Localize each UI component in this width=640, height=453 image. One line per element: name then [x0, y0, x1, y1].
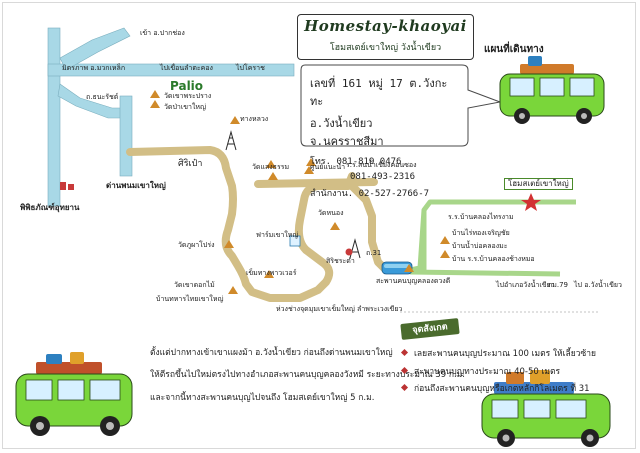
label-home2: บ้านน้ำบ่อคลองมะ — [452, 242, 508, 250]
highway-roads — [47, 27, 295, 207]
label-school2: ร.ร.สนน้ำเขียงคอนซอง — [346, 161, 417, 169]
temple-icon — [150, 90, 160, 98]
label-sima-kham: ศิริเป๋า — [178, 159, 203, 169]
temple-icon — [230, 116, 240, 124]
landmark-item-3: ก่อนถึงสะพานคนบุญหรือเกตหลักกิโลเมตร ที่… — [414, 384, 590, 394]
gas-icon — [68, 184, 74, 190]
phone-2: 081-493-2316 — [350, 172, 416, 182]
label-health-center: ศูนย์แนะนำ — [310, 163, 346, 171]
office-phone: สำนักงาน. 02-527-2766-7 — [310, 189, 430, 199]
temple-icon — [228, 286, 238, 294]
label-to-korat: ไปโคราช — [236, 64, 265, 72]
label-wat-khaoprang: วัดเขาพระปราง — [164, 92, 212, 100]
road-vertical-left — [47, 27, 61, 207]
label-yo-house: ห่วงช่างจุดมุมเขาเข็มใหญ่ ลำพระเวงเขียว — [276, 305, 403, 313]
tower-icon — [225, 130, 237, 151]
label-route-km: ทางหลวง — [240, 115, 269, 123]
label-farm: ฟาร์มเขาใหญ่ — [256, 231, 299, 239]
car-bottom-right — [481, 370, 611, 447]
temple-icon — [304, 166, 314, 174]
direction-line-1: ตั้งแต่ปากทางเข้าเขาแผงม้า อ.วังน้ำเขียว… — [150, 348, 393, 358]
tower-icon — [349, 238, 361, 259]
label-thai-khao: บ้านทหารไทยเขาใหญ่ — [156, 295, 224, 303]
label-park-checkpoint: ด่านพนมเขาใหญ่ — [106, 181, 166, 190]
road-connector — [254, 178, 378, 188]
water-icon — [289, 235, 301, 247]
route-heading: แผนที่เดินทาง — [484, 44, 544, 55]
label-temple-hill: วัดเขาดอกไม้ — [174, 281, 215, 289]
label-to-dam: ไปเขื่อนลำตะคอง — [160, 64, 213, 72]
label-to-wang2: ไป อ.วังน้ำเขียว — [574, 281, 622, 289]
temple-icon — [224, 240, 234, 248]
label-rr-school1: ร.ร.บ้านคลองไทรงาม — [448, 213, 514, 221]
label-temple-rock: วัดภูผาโปร่ง — [178, 241, 215, 249]
phone-1: โทร. 081-819 0476 — [310, 157, 402, 167]
bridge-icon — [381, 261, 413, 275]
landmark-item-1: เลยสะพานคนบุญประมาณ 100 เมตร ให้เลี้ยวซ้… — [414, 349, 597, 359]
label-national-park: พิพิธภัณฑ์อุทยาน — [20, 203, 80, 212]
label-wat-nong: วัดหนอง — [318, 209, 344, 217]
label-school: วัดแสงธรรม — [252, 163, 290, 171]
road-park-entry — [119, 95, 133, 177]
address-bubble — [300, 64, 502, 147]
address-line2: อ.วังน้ำเขียว จ.นครราชสีมา — [310, 117, 384, 148]
main-road — [126, 146, 390, 302]
temple-icon — [266, 160, 276, 168]
label-to-wang: ไปอำเภอวังน้ำเขียว — [496, 281, 555, 289]
direction-line-3: และจากนี้ทางสะพานคนบุญไปจนถึง โฮมสเตย์เข… — [150, 393, 375, 403]
label-homestay-pin: โฮมสเตย์เขาใหญ่ — [504, 178, 573, 191]
misc-markers — [60, 182, 541, 256]
direction-line-2: ให้ตีรถขึ้นไปใหม่ตรงไปทางอำเภอสะพานคนบุญ… — [150, 370, 465, 380]
title-box: Homestay-khaoyai โฮมสเตย์เขาใหญ่ วังน้ำเ… — [297, 14, 474, 60]
temple-icon — [440, 236, 450, 244]
address-block: เลขที่ 161 หมู่ 17 ต.วังกะทะ อ.วังน้ำเขี… — [310, 74, 450, 200]
car-bottom-left — [15, 352, 133, 436]
temple-icon — [150, 100, 160, 108]
label-km-79: กม.79 — [548, 281, 568, 289]
temple-icon — [268, 172, 278, 180]
label-palio: Palio — [170, 79, 204, 93]
label-road-31: ถ.31 — [366, 249, 382, 257]
label-home1: บ้านไร่ทองเจริญชัย — [452, 229, 510, 237]
main-road-path — [126, 146, 356, 302]
access-road-km79 — [409, 269, 561, 277]
page-title: Homestay-khaoyai — [304, 17, 467, 35]
homestay-star-icon — [521, 193, 541, 211]
temple-markers — [150, 90, 450, 294]
tower-markers — [225, 130, 361, 259]
label-home3: บ้าน ร.ร.บ้านคลองช้างหมอ — [452, 255, 535, 263]
page-subtitle: โฮมสเตย์เขาใหญ่ วังน้ำเขียว — [329, 43, 442, 53]
temple-icon — [440, 250, 450, 258]
address-line1: เลขที่ 161 หมู่ 17 ต.วังกะทะ — [310, 77, 448, 108]
label-mitraphap: มิตรภาพ อ.มวกเหล็ก — [62, 64, 126, 72]
temple-icon — [264, 270, 274, 278]
temple-icon — [404, 264, 414, 272]
label-sai-ngam: สิริชระดำ — [326, 257, 355, 265]
temple-icon — [330, 222, 340, 230]
label-dao-jamdee: เข็มทางพาวเวอร์ — [246, 269, 297, 277]
label-wat-khaoyai: วัดป่าเขาใหญ่ — [164, 103, 206, 111]
road-mitraphap — [47, 63, 295, 77]
label-thanarat: ถ.ธนะรัชต์ — [86, 93, 119, 101]
label-to-pakchong: เข้า อ.ปากช่อง — [140, 29, 185, 37]
access-roads — [409, 199, 576, 277]
gas-icon — [60, 182, 66, 190]
fuel-icon — [345, 248, 353, 256]
road-diagonal-top — [59, 27, 131, 71]
car-top-right — [499, 56, 605, 124]
label-bridge: สะพานคนบุญคลองดวงดี — [376, 277, 451, 285]
page-frame — [2, 2, 636, 449]
landmark-item-2: สะพานคนบุญทางประมาณ 40-50 เมตร — [414, 367, 561, 377]
temple-icon — [306, 158, 316, 166]
